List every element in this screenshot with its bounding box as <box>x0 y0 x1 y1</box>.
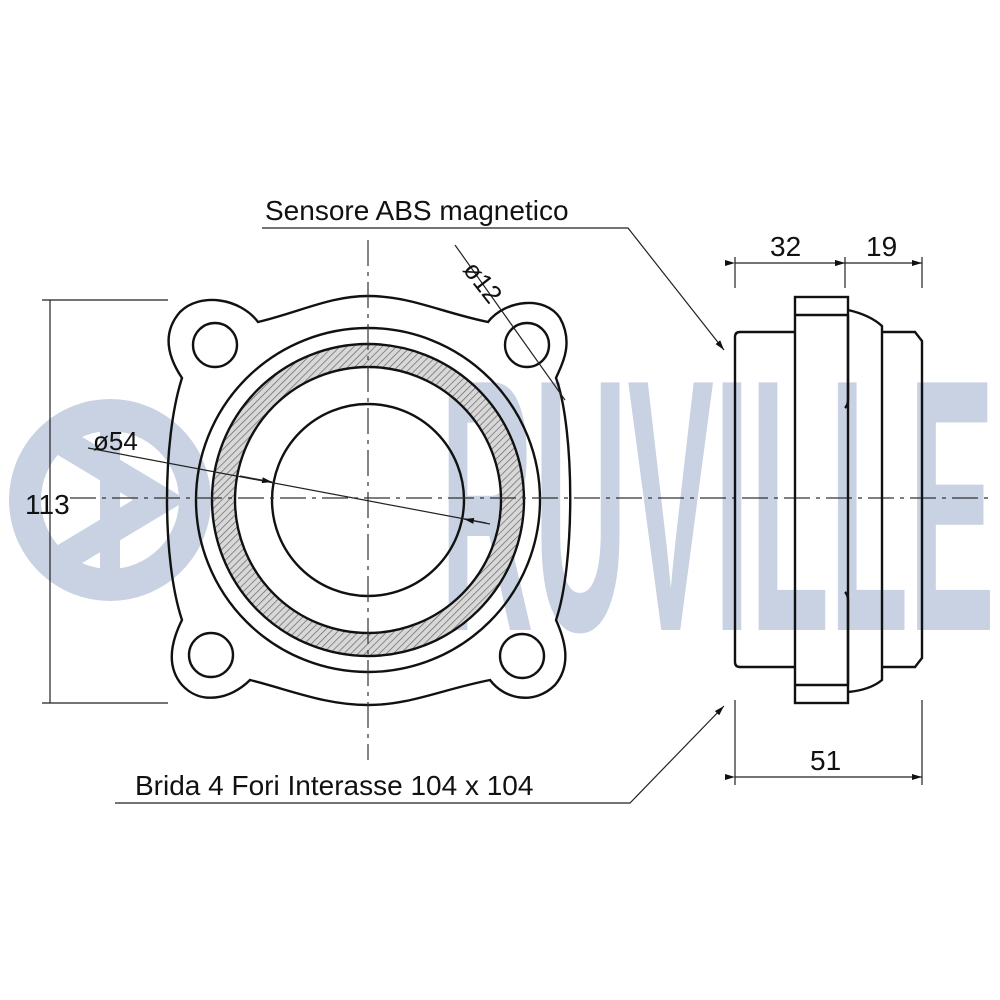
brand-wordmark: RUVILLE <box>440 305 995 707</box>
flange-label: Brida 4 Fori Interasse 104 x 104 <box>135 770 533 801</box>
flange-profile <box>793 295 850 705</box>
flange-outline <box>165 294 572 707</box>
abs-sensor-callout: Sensore ABS magnetico <box>262 195 725 351</box>
side-view: 32 19 51 <box>725 231 924 785</box>
brand-watermark: RUVILLE <box>9 305 995 707</box>
height-dimension-label: 113 <box>25 489 70 520</box>
bolt-hole <box>187 631 235 679</box>
flange-callout: Brida 4 Fori Interasse 104 x 104 <box>115 705 725 804</box>
bore-diameter-label: ø54 <box>93 426 138 456</box>
front-view: ø54 ø12 113 <box>25 240 990 760</box>
width-left-label: 32 <box>770 231 801 262</box>
hole-diameter-leader <box>454 244 566 401</box>
hole-diameter-label: ø12 <box>457 255 508 309</box>
abs-ring-hatched <box>210 342 526 658</box>
bolt-hole <box>503 321 551 369</box>
abs-sensor-label: Sensore ABS magnetico <box>265 195 569 226</box>
width-right-label: 19 <box>866 231 897 262</box>
width-total-label: 51 <box>810 745 841 776</box>
bolt-hole <box>191 321 239 369</box>
bore-diameter-leader <box>87 447 487 524</box>
bolt-hole <box>498 632 546 680</box>
